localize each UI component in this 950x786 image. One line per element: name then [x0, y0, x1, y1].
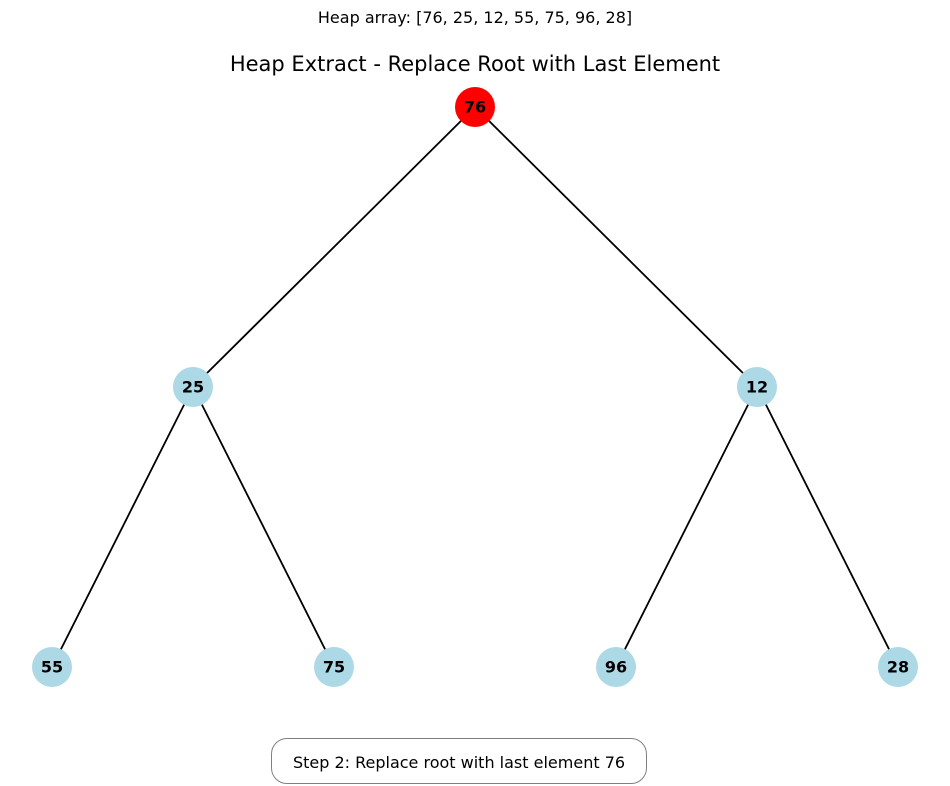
tree-node: 28 [878, 647, 918, 687]
node-value-label: 12 [746, 378, 768, 397]
heap-array-caption: Heap array: [76, 25, 12, 55, 75, 96, 28] [317, 8, 633, 27]
node-circle [314, 647, 354, 687]
node-circle [32, 647, 72, 687]
node-circle [596, 647, 636, 687]
tree-node: 76 [455, 87, 495, 127]
tree-edge-n2-n5 [615, 386, 758, 668]
tree-edge-n0-n1 [192, 106, 476, 388]
step-caption-box: Step 2: Replace root with last element 7… [271, 738, 647, 784]
node-value-label: 28 [887, 658, 909, 677]
node-circle [737, 367, 777, 407]
tree-node: 96 [596, 647, 636, 687]
node-circle [878, 647, 918, 687]
tree-edge-n0-n2 [474, 106, 758, 388]
diagram-title: Heap Extract - Replace Root with Last El… [229, 52, 721, 76]
tree-edge-n2-n6 [756, 386, 899, 668]
node-circle [173, 367, 213, 407]
node-value-label: 76 [464, 98, 486, 117]
node-value-label: 75 [323, 658, 345, 677]
tree-node: 25 [173, 367, 213, 407]
tree-nodes: 76 25 12 55 75 96 28 [32, 87, 918, 687]
tree-node: 55 [32, 647, 72, 687]
node-value-label: 96 [605, 658, 627, 677]
tree-edge-n1-n4 [192, 386, 335, 668]
highlighted-node-circle [455, 87, 495, 127]
tree-node: 75 [314, 647, 354, 687]
tree-edge-n1-n3 [51, 386, 194, 668]
node-value-label: 25 [182, 378, 204, 397]
tree-node: 12 [737, 367, 777, 407]
node-value-label: 55 [41, 658, 63, 677]
tree-edges [51, 106, 899, 668]
step-caption-text: Step 2: Replace root with last element 7… [292, 753, 626, 772]
